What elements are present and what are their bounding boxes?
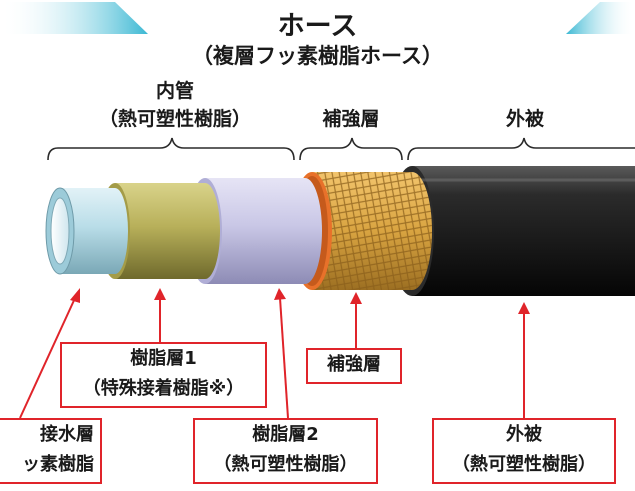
- callout-liquid-contact-material: ッ素樹脂: [22, 454, 94, 475]
- callout-cover: 外被 （熱可塑性樹脂）: [432, 418, 616, 484]
- inner-tube-brace: [47, 137, 295, 161]
- hose-bore: [50, 197, 70, 265]
- callout-reinforcement: 補強層: [306, 348, 402, 384]
- diagram-title: ホース: [277, 11, 358, 42]
- inner-tube-label: 内管: [155, 80, 194, 102]
- banner-right: [566, 2, 635, 34]
- cover-brace: [407, 137, 635, 161]
- callout-resin-layer-1-material: （特殊接着樹脂※）: [82, 378, 245, 399]
- banner-left: [0, 2, 148, 34]
- callout-resin-layer-1-title: 樹脂層1: [130, 348, 197, 369]
- callout-arrows: [19, 288, 530, 419]
- callout-liquid-contact-title: 接水層: [40, 424, 94, 445]
- callout-cover-title: 外被: [506, 424, 542, 445]
- callout-resin-layer-2-material: （熱可塑性樹脂）: [213, 454, 358, 475]
- inner-tube-material-label: （熱可塑性樹脂）: [98, 108, 251, 130]
- callout-cover-material: （熱可塑性樹脂）: [452, 454, 596, 475]
- callout-resin-layer-2: 樹脂層2 （熱可塑性樹脂）: [193, 418, 378, 484]
- callout-resin-layer-2-title: 樹脂層2: [252, 424, 319, 445]
- reinforcement-brace: [299, 137, 403, 161]
- liquid-contact-layer: [45, 187, 128, 275]
- diagram-subtitle: （複層フッ素樹脂ホース）: [192, 44, 443, 68]
- cover-section-label: 外被: [505, 108, 544, 130]
- callout-reinforcement-title: 補強層: [327, 354, 381, 375]
- callout-resin-layer-1: 樹脂層1 （特殊接着樹脂※）: [60, 342, 267, 408]
- callout-liquid-contact-layer: 接水層 ッ素樹脂: [0, 418, 102, 484]
- reinforcement-section-label: 補強層: [322, 108, 380, 130]
